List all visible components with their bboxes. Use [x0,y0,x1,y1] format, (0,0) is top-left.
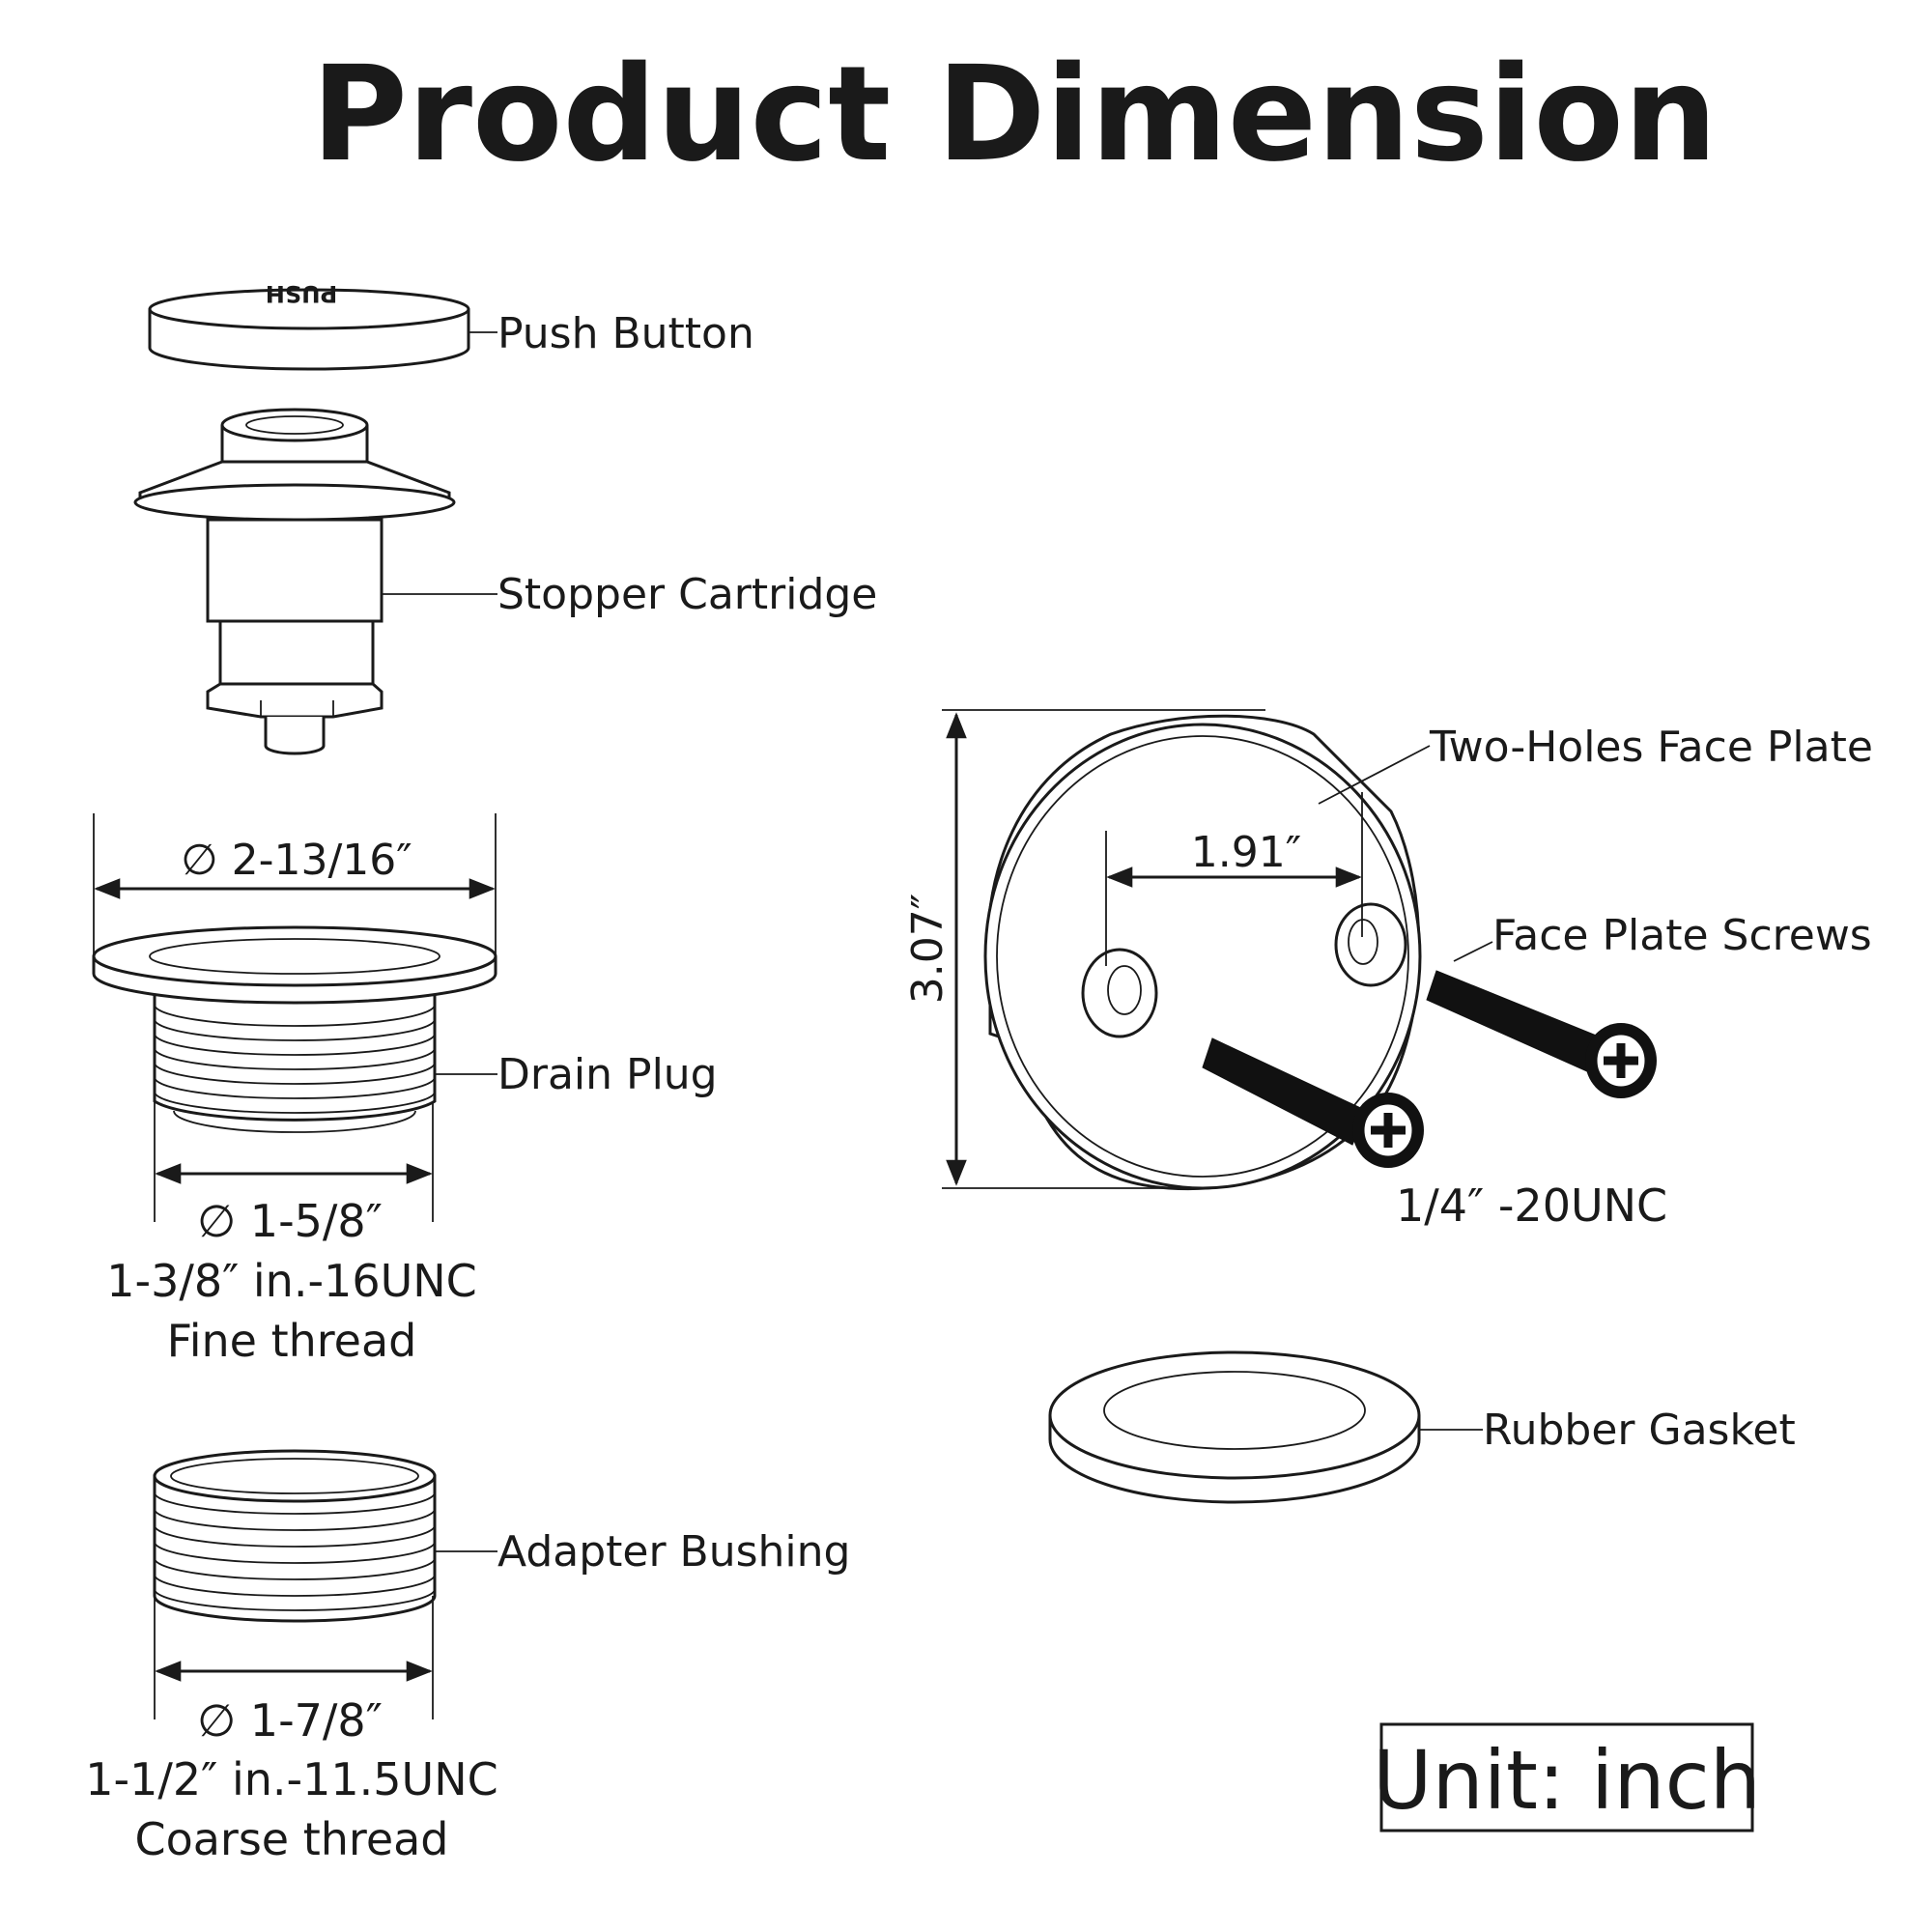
drain-plug-drawing [92,925,497,1133]
unit-box [1379,1722,1754,1833]
drain-plug-thread-dimension [154,1101,434,1222]
face-plate-screw-2 [1426,970,1657,1098]
label-drain-plug: Drain Plug [497,1050,718,1099]
face-plate-hole-spacing-dimension [1105,792,1363,966]
page-title: Product Dimension [311,39,1717,191]
adapter-bushing-dimension [154,1596,434,1719]
push-button-drawing: PUSH [148,280,470,371]
face-plate-screw-1 [1202,1037,1424,1168]
push-button-engraving: PUSH [266,280,337,307]
dim-drain-plug-thread-spec: 1-3/8″ in.-16UNC [106,1255,477,1307]
dim-bushing-thread-spec: 1-1/2″ in.-11.5UNC [85,1753,497,1805]
dim-screw-spec: 1/4″ -20UNC [1396,1179,1667,1232]
label-rubber-gasket: Rubber Gasket [1483,1406,1796,1455]
face-plate-leader [1318,745,1431,805]
dim-face-plate-hole-spacing: 1.91″ [1191,828,1301,877]
unit-label: Unit: inch [1373,1733,1761,1828]
label-push-button: Push Button [497,309,754,358]
label-stopper-cartridge: Stopper Cartridge [497,570,877,619]
adapter-bushing-drawing [153,1449,437,1623]
dim-drain-plug-thread-type: Fine thread [167,1315,417,1367]
dim-bushing-thread-type: Coarse thread [134,1813,448,1865]
rubber-gasket-drawing [1048,1350,1421,1504]
dim-face-plate-height: 3.07″ [903,894,952,1004]
stopper-cartridge-drawing [133,408,456,755]
label-face-plate-screws: Face Plate Screws [1492,911,1872,960]
label-face-plate: Two-Holes Face Plate [1429,723,1873,772]
drain-plug-flange-dimension [93,813,497,956]
face-plate-height-dimension [942,709,1265,1189]
face-plate-screws-leader [1453,941,1493,962]
dim-drain-plug-thread-dia: ∅ 1-5/8″ [197,1195,383,1247]
label-adapter-bushing: Adapter Bushing [497,1527,850,1577]
dim-bushing-dia: ∅ 1-7/8″ [197,1694,383,1747]
dim-drain-plug-flange: ∅ 2-13/16″ [181,836,412,885]
